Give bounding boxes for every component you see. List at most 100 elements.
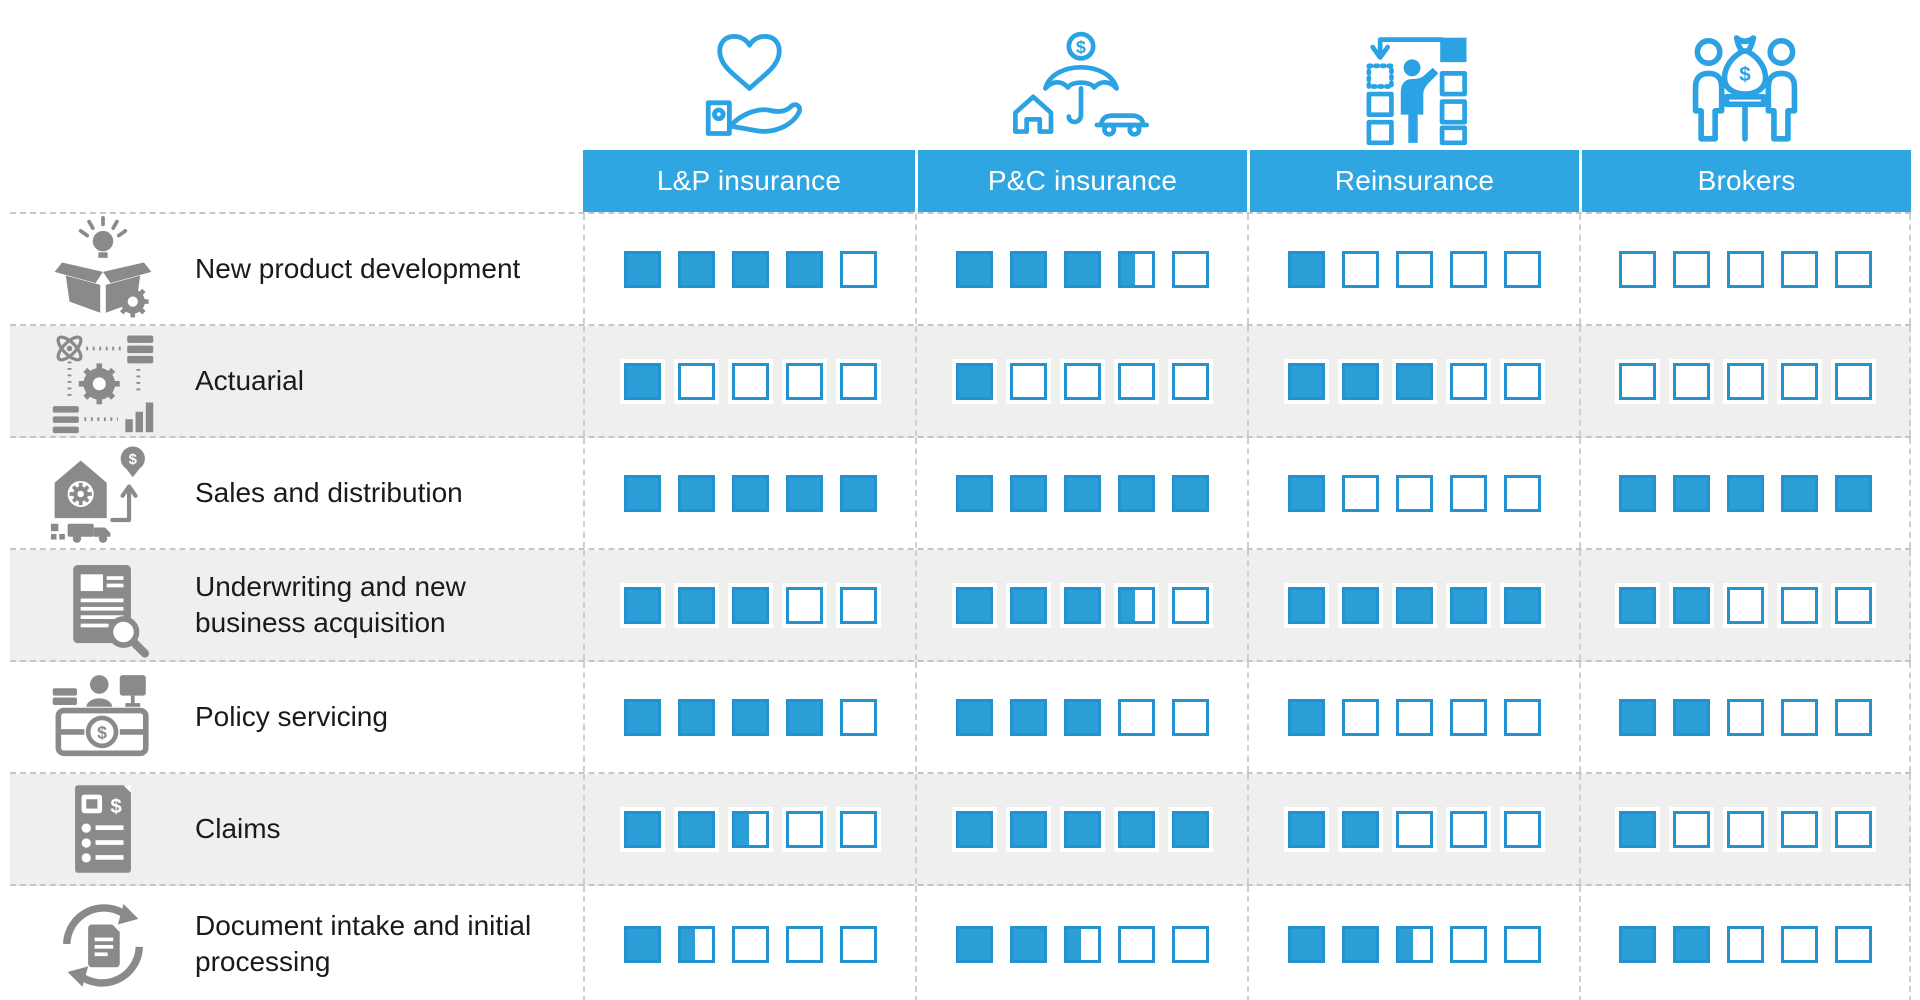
svg-text:$: $ — [97, 722, 107, 742]
column-header-label: Brokers — [1697, 165, 1796, 196]
rating-square — [1726, 586, 1764, 624]
rating-square — [731, 474, 769, 512]
rating-square — [1171, 810, 1209, 848]
rating-square — [1171, 698, 1209, 736]
table-row: $ Sales and distribution — [10, 438, 1911, 550]
spacer — [10, 0, 583, 150]
table-row: $ Policy servicing — [10, 662, 1911, 774]
rating-square — [1780, 925, 1818, 963]
rating-square — [731, 925, 769, 963]
rating-square — [839, 698, 877, 736]
rating-square — [955, 474, 993, 512]
rating-square — [677, 250, 715, 288]
rating-square — [623, 362, 661, 400]
rating-cell — [583, 774, 915, 884]
rating-square — [1618, 586, 1656, 624]
rating-square — [1117, 362, 1155, 400]
two-people-money-bag-icon: $ — [1579, 0, 1911, 150]
rating-square — [1618, 474, 1656, 512]
rating-square — [623, 698, 661, 736]
rating-square — [1834, 698, 1872, 736]
rating-square — [1341, 925, 1379, 963]
rating-square — [623, 250, 661, 288]
rating-square — [1449, 586, 1487, 624]
column-header-icons-row: $ — [10, 0, 1911, 150]
rating-square — [1171, 362, 1209, 400]
rating-cell — [915, 326, 1247, 436]
rating-square — [1834, 925, 1872, 963]
rating-square — [1171, 474, 1209, 512]
rating-square — [839, 250, 877, 288]
rating-cell — [583, 886, 915, 1000]
row-header: $ Sales and distribution — [10, 438, 583, 548]
table-row: New product development — [10, 214, 1911, 326]
rating-square — [1449, 698, 1487, 736]
column-header-pc-insurance: P&C insurance — [915, 150, 1247, 212]
rating-square — [677, 698, 715, 736]
rating-square — [1287, 925, 1325, 963]
column-header-reinsurance: Reinsurance — [1247, 150, 1579, 212]
row-label: Claims — [195, 813, 281, 845]
svg-text:$: $ — [1076, 37, 1086, 57]
rating-cell — [1247, 662, 1579, 772]
rating-square — [1395, 698, 1433, 736]
rating-square — [1780, 586, 1818, 624]
rating-square — [1009, 362, 1047, 400]
svg-text:$: $ — [128, 452, 137, 468]
rating-square — [731, 586, 769, 624]
rating-square — [1780, 810, 1818, 848]
rating-square — [1449, 250, 1487, 288]
table-row: Document intake and initial processing — [10, 886, 1911, 1000]
open-box-lightbulb-gear-icon — [10, 215, 195, 323]
column-header-brokers: Brokers — [1579, 150, 1911, 212]
rating-square — [1287, 250, 1325, 288]
rating-square — [1834, 250, 1872, 288]
rating-square — [955, 250, 993, 288]
rating-square — [1503, 698, 1541, 736]
rating-cell — [915, 438, 1247, 548]
row-label: Sales and distribution — [195, 477, 463, 509]
rating-square — [1672, 250, 1710, 288]
rating-square — [731, 362, 769, 400]
rating-square — [623, 474, 661, 512]
row-label: Document intake and initial processing — [195, 910, 532, 977]
rating-cell — [1579, 326, 1911, 436]
table-row: $ Claims — [10, 774, 1911, 886]
table-row: Actuarial — [10, 326, 1911, 438]
rating-square — [1395, 474, 1433, 512]
rating-cell — [1579, 774, 1911, 884]
rating-cell — [1579, 214, 1911, 324]
rating-square — [1726, 474, 1764, 512]
rating-square — [1672, 810, 1710, 848]
column-header-label: Reinsurance — [1334, 165, 1495, 196]
rating-square — [1009, 810, 1047, 848]
rating-square — [955, 810, 993, 848]
rating-square — [1395, 250, 1433, 288]
house-gear-truck-dollar-icon: $ — [10, 440, 195, 547]
row-header: $ Policy servicing — [10, 662, 583, 772]
rating-square — [1449, 810, 1487, 848]
rating-square — [1063, 250, 1101, 288]
rating-square — [785, 586, 823, 624]
rating-square — [1834, 810, 1872, 848]
rating-cell — [1579, 550, 1911, 660]
rating-cell — [915, 214, 1247, 324]
document-magnifier-icon — [10, 552, 195, 659]
rating-square — [731, 810, 769, 848]
rating-square — [1341, 698, 1379, 736]
rating-square — [1503, 810, 1541, 848]
rating-square — [1503, 474, 1541, 512]
rating-cell — [1579, 438, 1911, 548]
rating-square — [785, 362, 823, 400]
rating-square — [1171, 586, 1209, 624]
rating-square — [1063, 810, 1101, 848]
rating-square — [1117, 698, 1155, 736]
rating-square — [1672, 698, 1710, 736]
rating-cell — [583, 550, 915, 660]
rating-square — [1341, 250, 1379, 288]
rating-square — [785, 250, 823, 288]
rating-square — [1341, 474, 1379, 512]
rating-square — [1009, 586, 1047, 624]
rating-square — [1834, 586, 1872, 624]
rating-square — [1287, 474, 1325, 512]
